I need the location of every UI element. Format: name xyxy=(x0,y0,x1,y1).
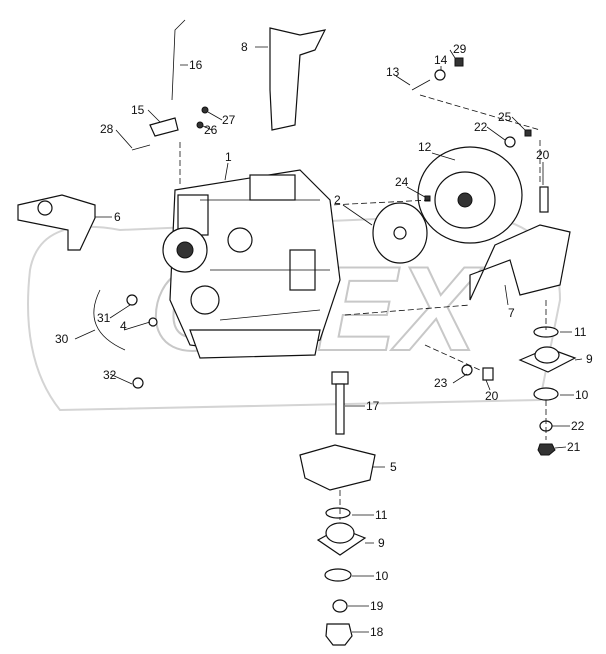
callout-4: 4 xyxy=(120,319,127,333)
callout-labels: 16 8 29 14 13 15 27 26 28 25 22 1 12 20 … xyxy=(55,40,593,639)
callout-12: 12 xyxy=(418,140,432,154)
mount-stack-right xyxy=(518,186,577,456)
callout-18: 18 xyxy=(370,625,384,639)
callout-11: 11 xyxy=(375,508,388,522)
callout-19: 19 xyxy=(370,599,384,613)
callout-31: 31 xyxy=(97,311,111,325)
callout-15: 15 xyxy=(131,103,145,117)
callout-8: 8 xyxy=(241,40,248,54)
callout-13: 13 xyxy=(386,65,400,79)
callout-11: 11 xyxy=(574,325,587,339)
bracket-8 xyxy=(269,27,327,131)
callout-27: 27 xyxy=(222,113,236,127)
callout-10: 10 xyxy=(575,388,589,402)
mount-stack-bottom xyxy=(299,371,376,646)
leader-lines xyxy=(74,46,583,633)
callout-20: 20 xyxy=(536,148,550,162)
engine-assembly xyxy=(162,169,341,359)
pipe-16 xyxy=(171,19,186,101)
callout-30: 30 xyxy=(55,332,69,346)
callout-26: 26 xyxy=(204,123,218,137)
fasteners xyxy=(126,57,532,389)
callout-32: 32 xyxy=(103,368,117,382)
callout-16: 16 xyxy=(189,58,203,72)
callout-17: 17 xyxy=(366,399,380,413)
callout-22: 22 xyxy=(474,120,488,134)
callout-23: 23 xyxy=(434,376,448,390)
callout-5: 5 xyxy=(390,460,397,474)
callout-9: 9 xyxy=(586,352,593,366)
assembly-lines xyxy=(179,94,547,520)
callout-24: 24 xyxy=(395,175,409,189)
callout-28: 28 xyxy=(100,122,114,136)
bracket-15 xyxy=(149,117,179,137)
callout-20: 20 xyxy=(485,389,499,403)
callout-25: 25 xyxy=(498,110,512,124)
hose-30 xyxy=(93,289,126,351)
callout-9: 9 xyxy=(378,536,385,550)
callout-29: 29 xyxy=(453,42,467,56)
callout-21: 21 xyxy=(567,440,581,454)
callout-10: 10 xyxy=(375,569,389,583)
callout-7: 7 xyxy=(508,306,515,320)
bracket-7 xyxy=(469,224,571,301)
callout-2: 2 xyxy=(334,193,341,207)
callout-6: 6 xyxy=(114,210,121,224)
callout-22: 22 xyxy=(571,419,585,433)
callout-14: 14 xyxy=(434,53,448,67)
bracket-6 xyxy=(17,194,96,251)
callout-1: 1 xyxy=(225,150,232,164)
